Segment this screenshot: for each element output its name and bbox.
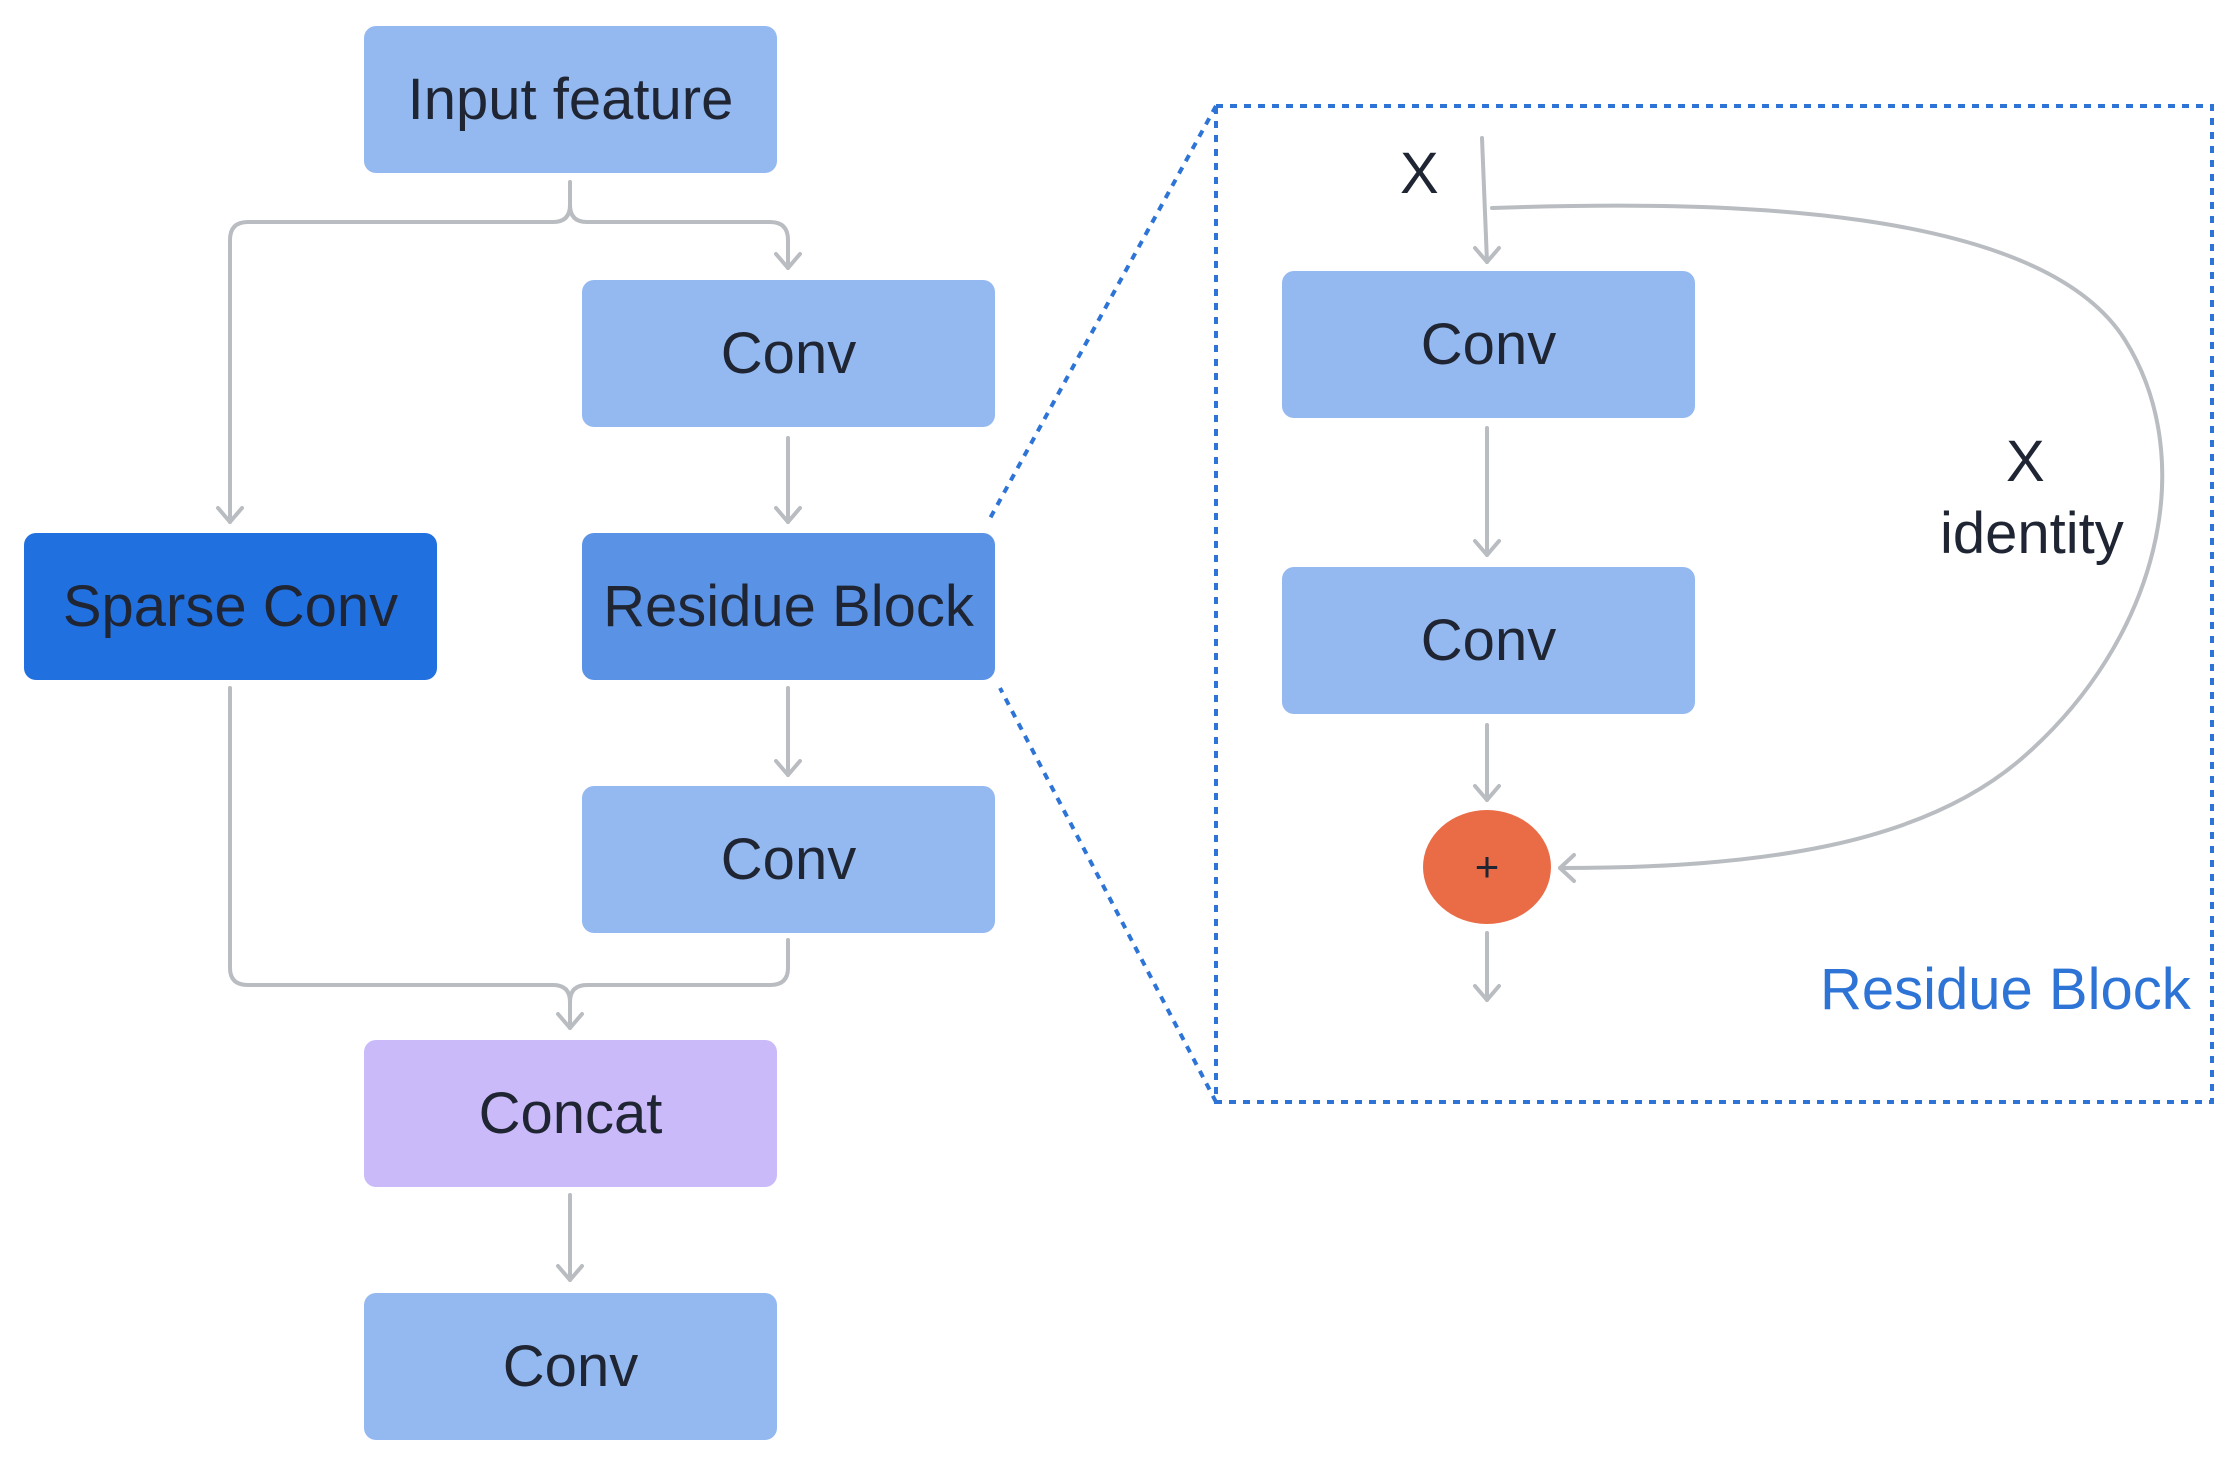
residue-block-caption: Residue Block xyxy=(1820,957,2191,1022)
residue-block-node: Residue Block xyxy=(582,533,995,680)
conv-mid-label: Conv xyxy=(720,827,857,892)
conv-out-label: Conv xyxy=(502,1334,639,1399)
skip-identity-label: identity xyxy=(1940,501,2124,566)
detail-conv1-node: Conv xyxy=(1282,271,1695,418)
detail-conv1-label: Conv xyxy=(1420,312,1557,377)
sparse-conv-label: Sparse Conv xyxy=(62,574,399,639)
add-node: + xyxy=(1423,810,1551,924)
conv-top-node: Conv xyxy=(582,280,995,427)
edge-input-to-conv xyxy=(568,203,790,270)
input-feature-label: Input feature xyxy=(407,67,734,132)
skip-x-label: X xyxy=(2006,429,2045,494)
concat-node: Concat xyxy=(364,1040,777,1187)
conv-top-label: Conv xyxy=(720,321,857,386)
add-label: + xyxy=(1474,843,1500,890)
sparse-conv-node: Sparse Conv xyxy=(24,533,437,680)
conv-mid-node: Conv xyxy=(582,786,995,933)
edge-identity-skip xyxy=(1490,203,2165,870)
edge-input-to-sparse xyxy=(228,180,572,524)
conv-out-node: Conv xyxy=(364,1293,777,1440)
detail-conv2-label: Conv xyxy=(1420,608,1557,673)
edge-sparse-to-concat xyxy=(228,686,572,1030)
detail-conv2-node: Conv xyxy=(1282,567,1695,714)
edge-x-to-conv1 xyxy=(1480,136,1489,264)
input-x-label: X xyxy=(1400,141,1439,206)
residue-block-label: Residue Block xyxy=(603,574,974,639)
concat-label: Concat xyxy=(478,1081,663,1146)
input-feature-node: Input feature xyxy=(364,26,777,173)
residue-zoom-frame xyxy=(986,104,2214,1104)
edge-conv-to-concat xyxy=(568,938,790,1004)
